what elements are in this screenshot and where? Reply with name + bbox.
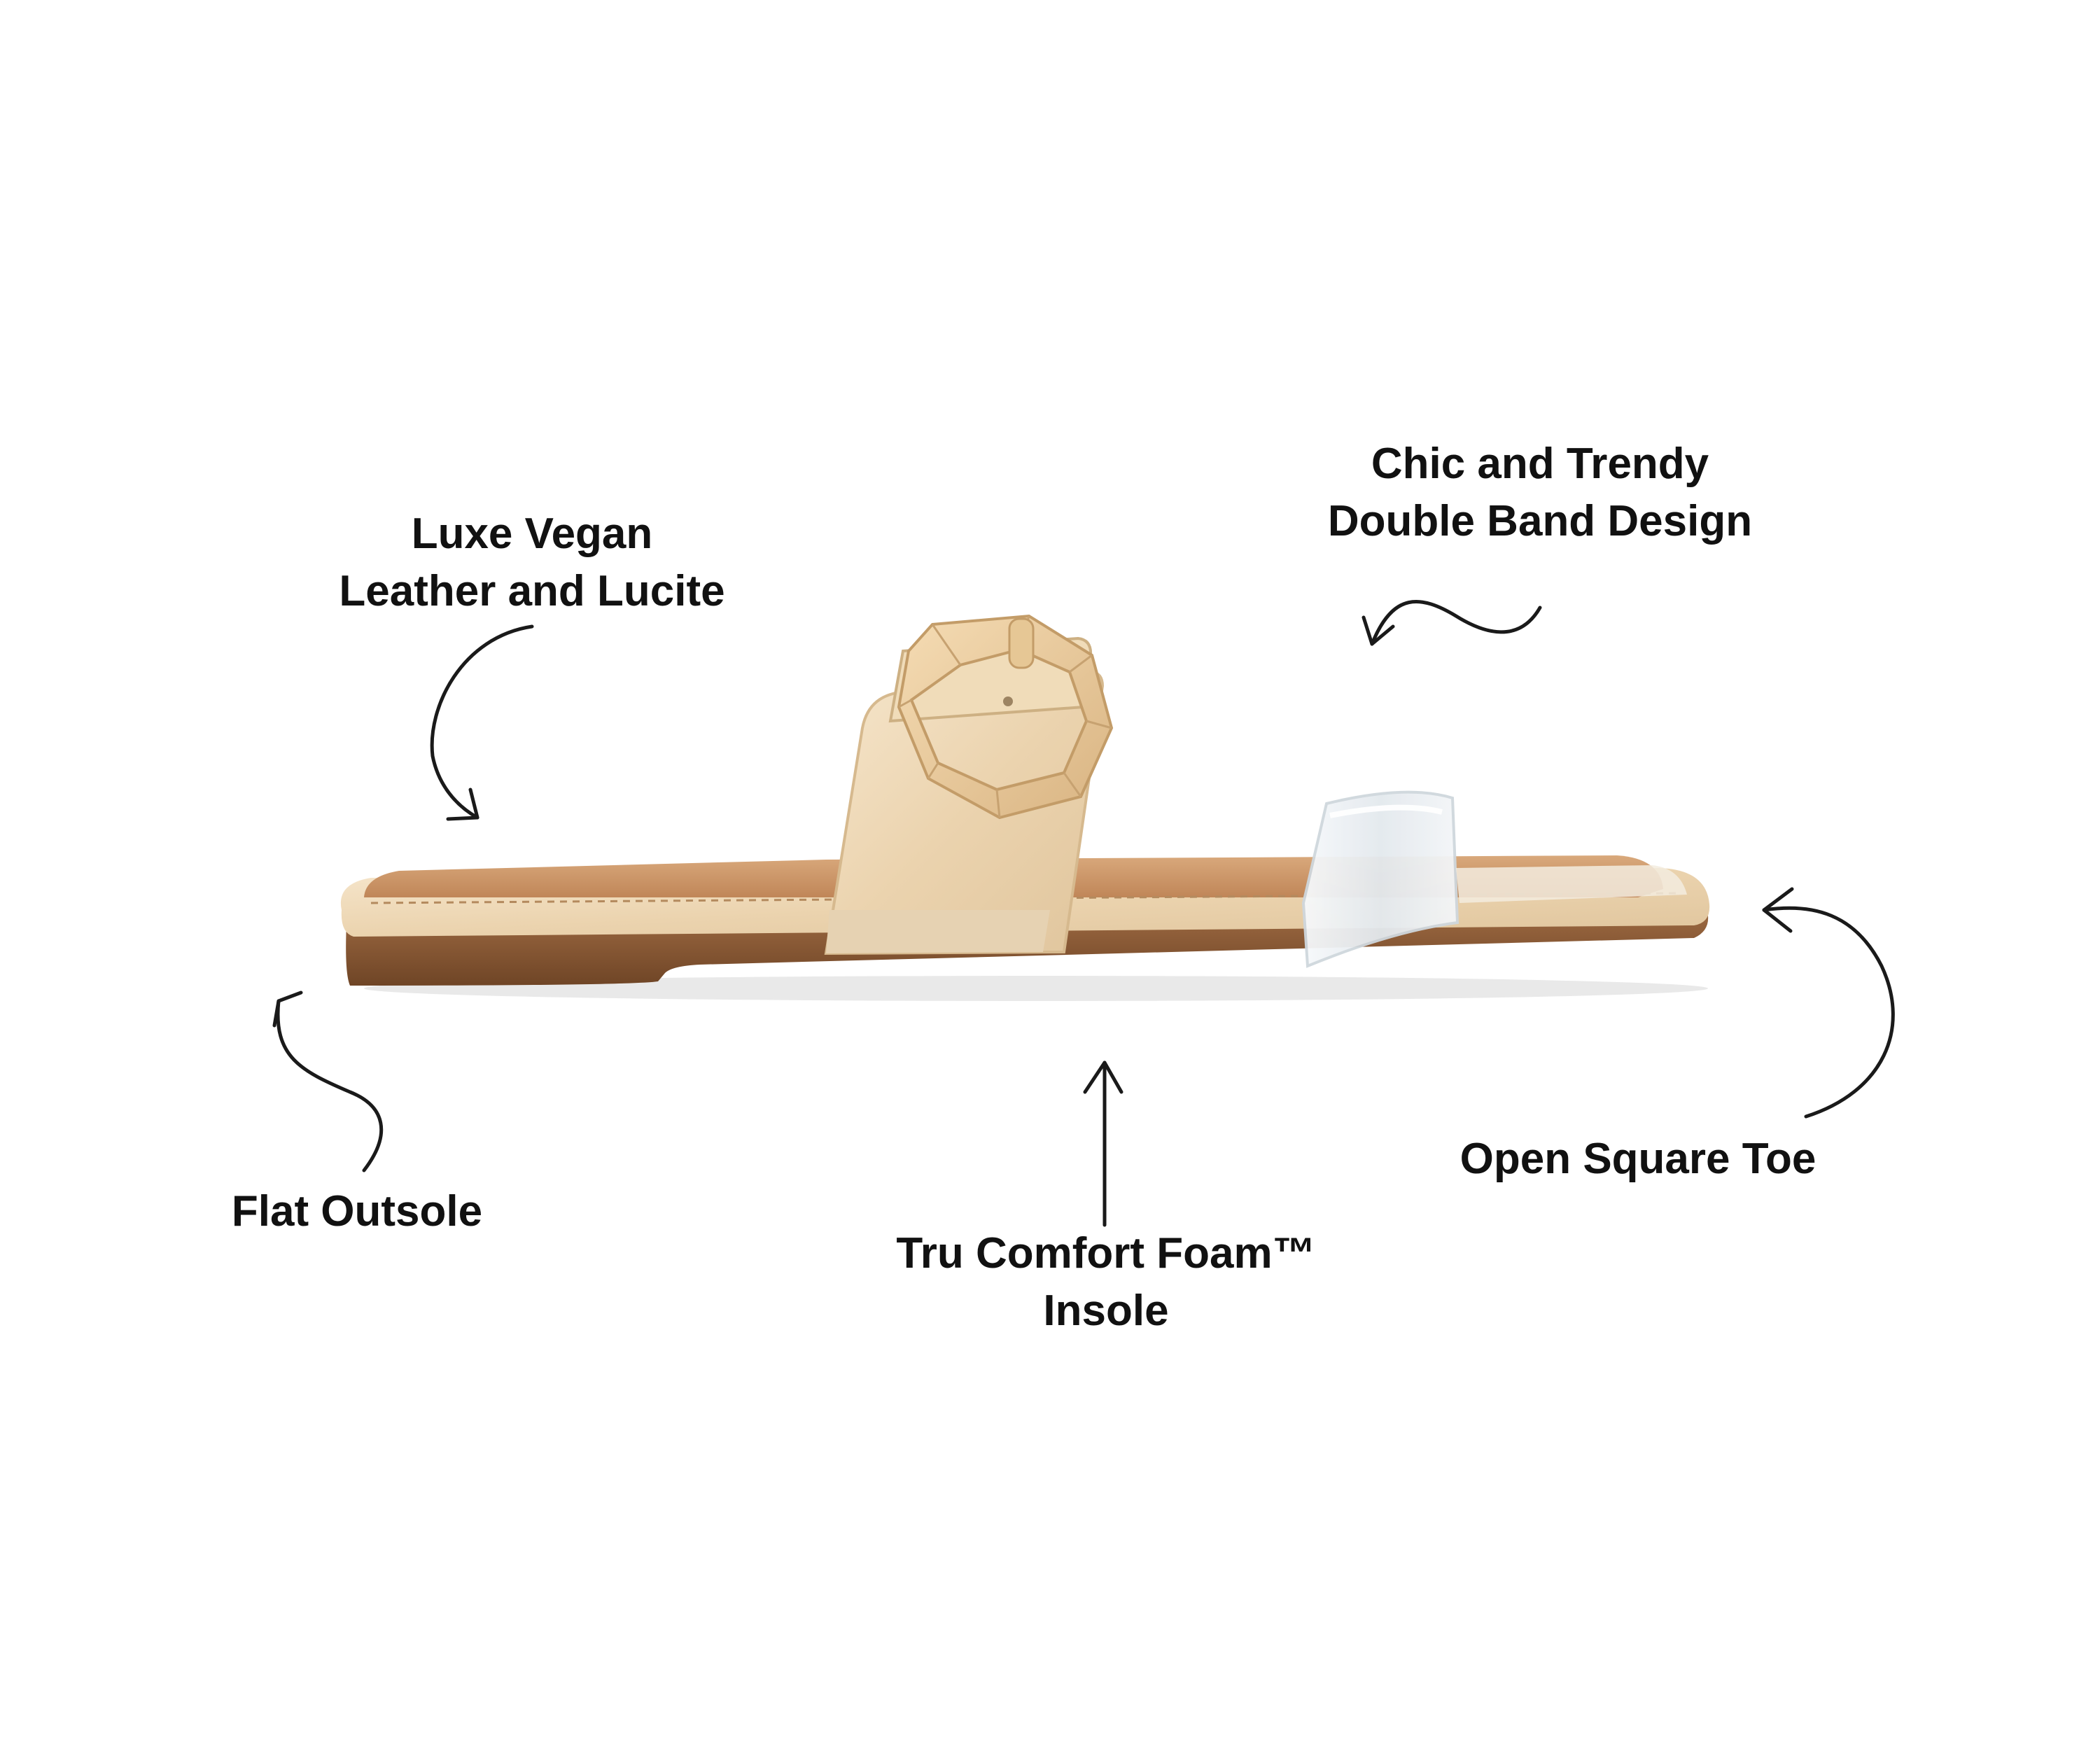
callout-line: Open Square Toe [1460, 1135, 1816, 1183]
callout-open-square-toe: Open Square Toe [1428, 1130, 1848, 1188]
callout-double-band-design: Chic and Trendy Double Band Design [1288, 435, 1792, 550]
stitching-line [370, 892, 1681, 904]
callout-line: Double Band Design [1327, 497, 1753, 545]
toe-box-edge [1456, 865, 1687, 903]
callout-line: Leather and Lucite [339, 567, 725, 615]
callout-flat-outsole: Flat Outsole [210, 1183, 504, 1240]
strap-hole [1003, 696, 1013, 706]
buckle-pin [1008, 617, 1035, 669]
arrow-flat-outsole [272, 990, 384, 1172]
clear-toe-band [1301, 790, 1460, 968]
callout-line: Luxe Vegan [411, 510, 653, 558]
ground-shadow [364, 976, 1708, 1001]
arrow-double-band [1362, 600, 1542, 646]
band-base-trim [826, 910, 1050, 953]
clear-band-highlight [1329, 804, 1443, 818]
arrow-comfort-insole [1083, 1060, 1124, 1227]
callout-line: Flat Outsole [231, 1187, 483, 1236]
arrow-luxe-vegan [430, 624, 534, 821]
callout-line: Tru Comfort Foam™ [896, 1229, 1316, 1278]
callout-line: Insole [1043, 1287, 1169, 1335]
arrow-square-toe [1762, 887, 1895, 1119]
callout-comfort-foam-insole: Tru Comfort Foam™ Insole [861, 1225, 1351, 1340]
callout-line: Chic and Trendy [1371, 440, 1709, 488]
callout-luxe-vegan-leather: Luxe Vegan Leather and Lucite [322, 505, 742, 620]
